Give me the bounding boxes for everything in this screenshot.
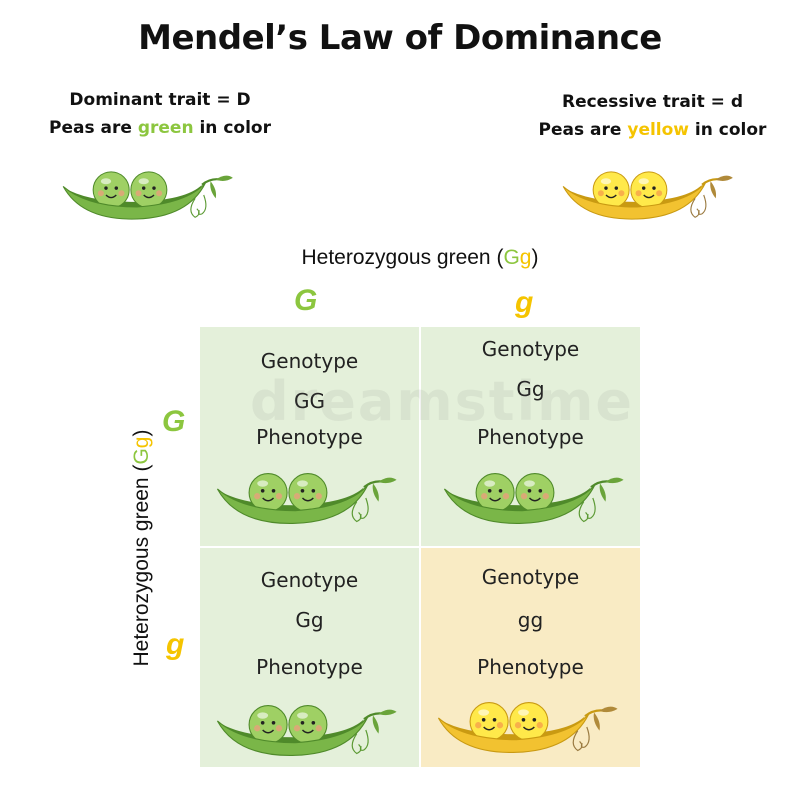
genotype-value: Gg [295,608,324,632]
recessive-color-prefix: Peas are [538,120,628,140]
top-allele-G: G [294,284,318,317]
side-parent-allele-g: g [130,436,153,449]
side-allele-G: G [162,405,186,438]
phenotype-label: Phenotype [256,425,363,449]
green-pea-pod-icon [216,473,397,524]
punnett-square: Genotype GG Phenotype Genotype Gg Phenot… [200,327,640,767]
side-parent-label: Heterozygous green (Gg) [130,328,154,768]
dominant-legend: Dominant trait = D Peas are green in col… [40,86,280,142]
green-pea-pod-icon [216,705,397,756]
recessive-color-suffix: in color [689,120,767,140]
genotype-value: GG [294,389,325,413]
genotype-label: Genotype [481,565,580,589]
top-parent-prefix: Heterozygous green ( [301,246,504,269]
recessive-legend: Recessive trait = d Peas are yellow in c… [530,88,775,144]
dominant-color-prefix: Peas are [49,118,138,138]
genotype-label: Genotype [260,349,359,373]
green-pea-pod-icon [443,473,624,524]
yellow-pea-pod-icon [562,171,733,220]
genotype-value: gg [517,608,544,632]
side-parent-suffix: ) [130,429,153,437]
side-parent-allele-G: G [130,448,153,465]
punnett-cell-Gg-bottom: Genotype Gg Phenotype [200,548,419,767]
punnett-cell-Gg-top: Genotype Gg Phenotype [421,327,640,546]
genotype-label: Genotype [260,568,359,592]
dominant-color-suffix: in color [193,118,271,138]
punnett-cell-GG: Genotype GG Phenotype [200,327,419,546]
genotype-label: Genotype [481,337,580,361]
recessive-color-text: Peas are yellow in color [530,116,775,144]
page-title: Mendel’s Law of Dominance [138,18,662,58]
dominant-color-word: green [137,118,194,138]
side-allele-g: g [166,628,185,661]
top-parent-suffix: ) [531,246,539,269]
punnett-cell-gg: Genotype gg Phenotype [421,548,640,767]
green-pea-pod-icon [62,171,233,220]
top-parent-label: Heterozygous green (Gg) [200,246,640,270]
phenotype-label: Phenotype [477,425,584,449]
watermark: dreamstime [250,370,634,433]
recessive-trait-text: Recessive trait = d [561,92,743,112]
yellow-pea-pod-icon [437,702,618,753]
top-parent-allele-G: G [503,246,520,269]
dominant-color-text: Peas are green in color [40,114,280,142]
top-parent-allele-g: g [519,246,532,269]
top-allele-g: g [515,286,534,319]
phenotype-label: Phenotype [256,655,363,679]
dominant-trait-text: Dominant trait = D [69,90,251,110]
phenotype-label: Phenotype [477,655,584,679]
recessive-color-word: yellow [627,120,690,140]
genotype-value: Gg [516,377,545,401]
side-parent-prefix: Heterozygous green ( [130,464,153,667]
